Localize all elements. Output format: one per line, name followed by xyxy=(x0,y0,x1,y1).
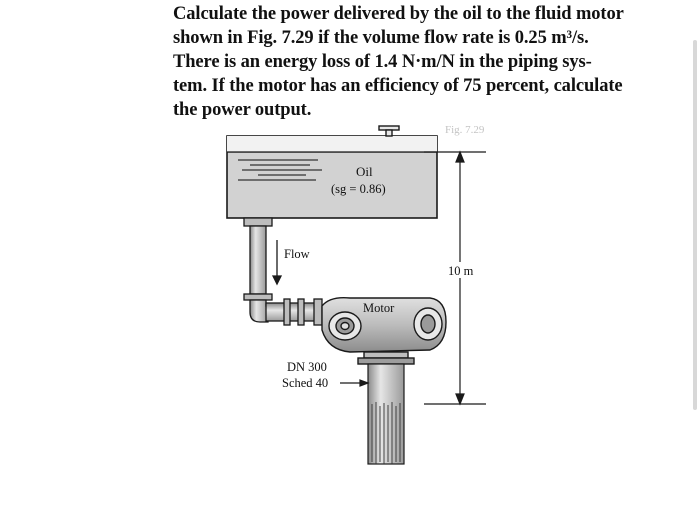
problem-statement: Calculate the power delivered by the oil… xyxy=(173,2,643,122)
vent-cap xyxy=(378,125,400,137)
flow-arrow xyxy=(271,240,283,286)
pipe-schedule-label: Sched 40 xyxy=(282,376,328,390)
problem-line-3: There is an energy loss of 1.4 N·m/N in … xyxy=(173,52,592,72)
outlet-stream xyxy=(371,402,401,464)
liquid-level-lines xyxy=(238,159,322,181)
figure-corner-mark: Fig. 7.29 xyxy=(445,124,485,136)
pipe-size-label: DN 300 xyxy=(287,360,327,374)
flow-label: Flow xyxy=(284,247,310,261)
vertical-scrollbar[interactable] xyxy=(693,40,697,410)
tank-label: Oil xyxy=(356,164,373,179)
pipe-pointer-arrow xyxy=(340,379,370,387)
fluid-motor xyxy=(321,296,447,365)
tank-sg-label: (sg = 0.86) xyxy=(331,182,386,196)
height-label-bg xyxy=(446,262,476,278)
height-label: 10 m xyxy=(448,264,474,278)
motor-label: Motor xyxy=(363,301,395,315)
inlet-pipe xyxy=(243,217,323,326)
problem-line-1: Calculate the power delivered by the oil… xyxy=(173,4,624,24)
problem-line-4: tem. If the motor has an efficiency of 7… xyxy=(173,76,623,96)
problem-line-2: shown in Fig. 7.29 if the volume flow ra… xyxy=(173,28,589,48)
problem-line-5: the power output. xyxy=(173,100,312,120)
oil-tank xyxy=(226,125,438,219)
outlet-pipe xyxy=(367,363,405,465)
